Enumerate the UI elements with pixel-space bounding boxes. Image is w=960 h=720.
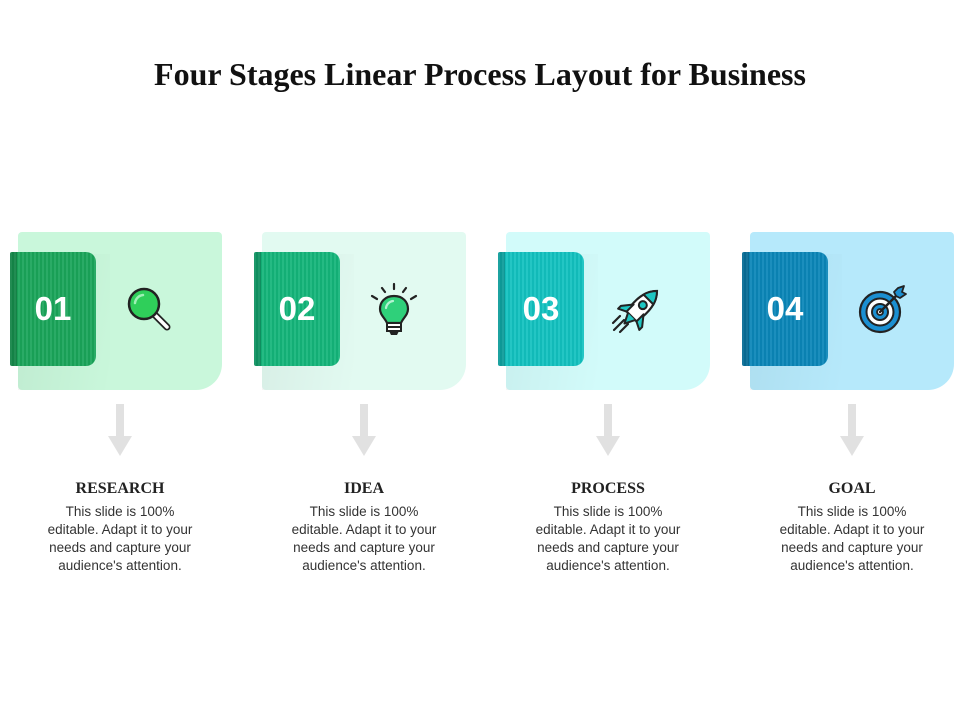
rocket-icon (611, 289, 659, 334)
stage-label: PROCESS (571, 480, 645, 497)
down-arrow-icon (596, 404, 620, 456)
stage-description: This slide is 100% editable. Adapt it to… (535, 504, 681, 573)
stage-number: 04 (766, 290, 804, 327)
stage-number-tab (498, 252, 584, 366)
stage-number-tab (742, 252, 828, 366)
stage-description: This slide is 100% editable. Adapt it to… (779, 504, 925, 573)
stage-number: 01 (34, 290, 72, 327)
down-arrow-icon (352, 404, 376, 456)
stage-number-tab (254, 252, 340, 366)
stage-number-tab (10, 252, 96, 366)
stage-process: 03 PROCESS This slide is 100% editable. … (498, 232, 718, 592)
magnifier-icon (127, 287, 171, 331)
stage-number: 02 (278, 290, 316, 327)
stage-number: 03 (522, 290, 560, 327)
stage-idea: 02 IDEA This slide is 100% editable. Ada… (254, 232, 474, 592)
slide-title: Four Stages Linear Process Layout for Bu… (154, 56, 806, 92)
stage-description: This slide is 100% editable. Adapt it to… (47, 504, 193, 573)
stage-research: 01 RESEARCH This slide is 100% editable.… (10, 232, 230, 592)
stage-label: RESEARCH (75, 480, 165, 497)
target-icon (858, 285, 907, 334)
stage-label: IDEA (343, 480, 384, 497)
down-arrow-icon (108, 404, 132, 456)
stage-description: This slide is 100% editable. Adapt it to… (291, 504, 437, 573)
down-arrow-icon (840, 404, 864, 456)
stage-goal: 04 GOAL This slide is 100% editable. Ada… (742, 232, 960, 592)
stage-label: GOAL (828, 480, 876, 497)
lightbulb-icon (370, 282, 418, 335)
